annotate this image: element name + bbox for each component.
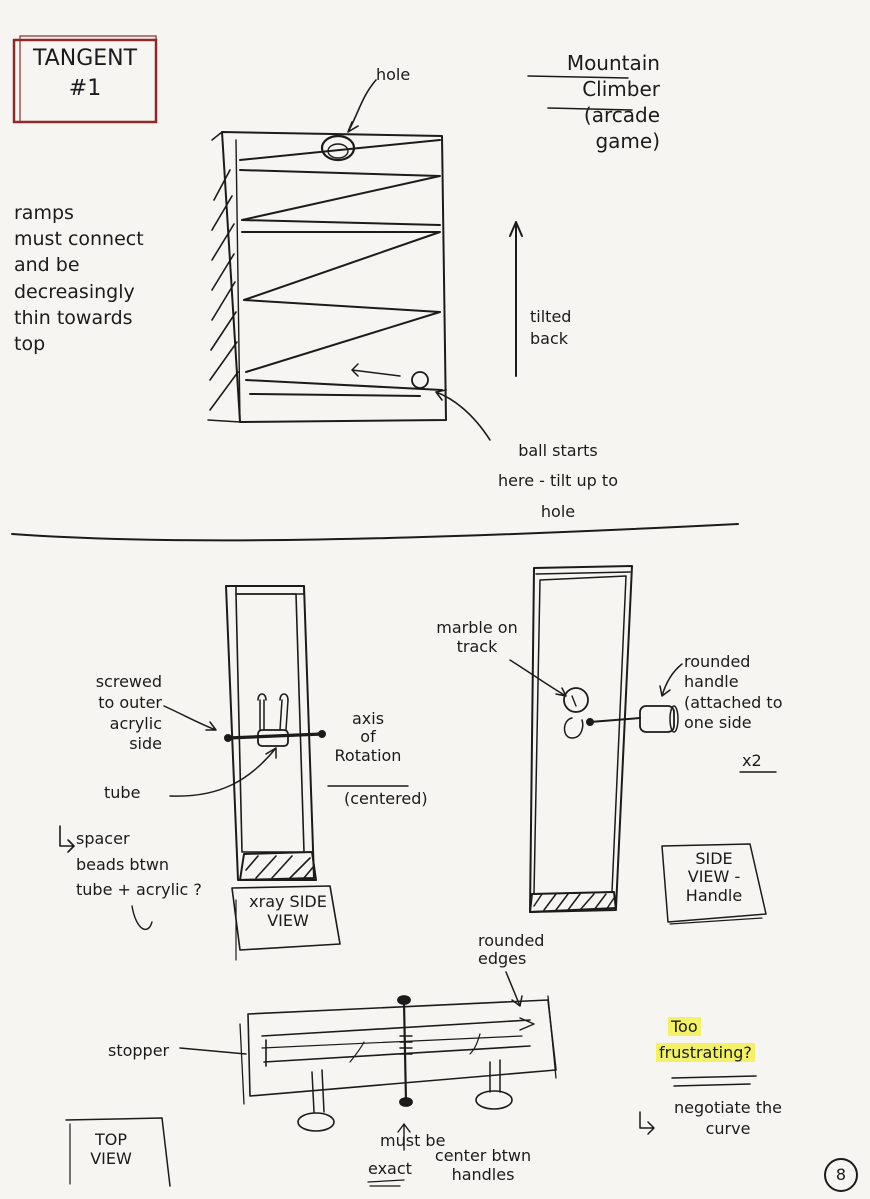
tilted-label: tilted back <box>530 307 572 348</box>
center-note-2: exact <box>368 1159 412 1178</box>
game-name: Mountain Climber (arcade game) <box>566 51 660 153</box>
side-caption: SIDE VIEW - Handle <box>685 849 743 905</box>
ball-note: ball starts here - tilt up to hole <box>498 441 618 521</box>
xray-frame <box>224 585 326 881</box>
too-frustrating-line-2: frustrating? <box>656 1042 755 1064</box>
spacer-note: spacer beads btwn tube + acrylic ? <box>76 829 202 900</box>
too-frustrating-line-1: Too <box>668 1016 701 1038</box>
handle-label: rounded handle (attached to one side <box>684 652 783 733</box>
highlight: frustrating? <box>656 1043 755 1062</box>
axis-label: axis of Rotation <box>334 709 402 765</box>
highlight: Too <box>668 1017 701 1036</box>
climber-board <box>207 131 447 423</box>
side-frame <box>529 565 679 913</box>
centered-label: (centered) <box>344 789 428 808</box>
tube-label: tube <box>104 783 141 802</box>
center-note-3: center btwn handles <box>434 1146 532 1185</box>
stopper-label: stopper <box>108 1041 170 1060</box>
marble-label: marble on track <box>436 618 518 657</box>
xray-caption: xray SIDE VIEW <box>249 892 327 931</box>
top-view-track <box>239 995 557 1132</box>
screwed-label: screwed to outer acrylic side <box>95 672 162 754</box>
ramps-note: ramps must connect and be decreasingly t… <box>14 202 144 356</box>
section-divider <box>11 523 739 542</box>
page-title: TANGENT #1 <box>32 46 138 101</box>
rounded-edges-label: rounded edges <box>478 931 545 969</box>
handle-count: x2 <box>742 751 762 770</box>
top-view-caption: TOP VIEW <box>90 1130 132 1169</box>
hole-label: hole <box>376 65 411 84</box>
center-note-1: must be <box>380 1131 446 1150</box>
page-number: 8 <box>824 1158 858 1192</box>
negotiate-note: negotiate the curve <box>674 1098 782 1138</box>
